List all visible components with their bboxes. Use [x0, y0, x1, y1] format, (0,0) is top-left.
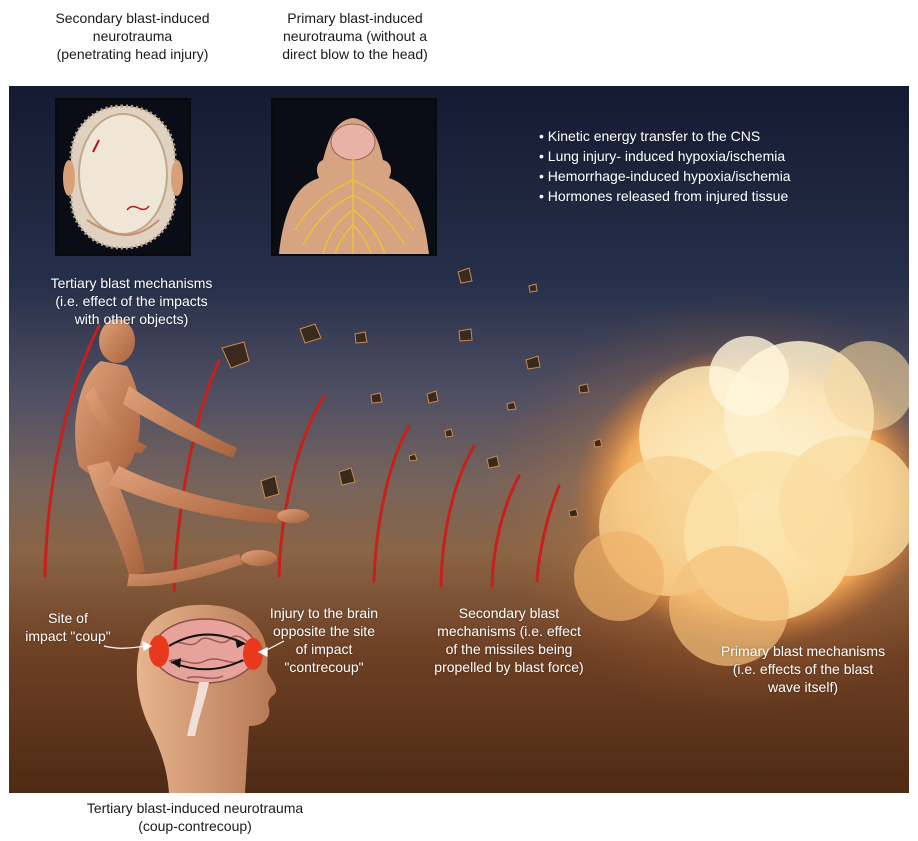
- debris-piece: [445, 429, 453, 437]
- wave-2: [174, 361, 219, 591]
- nervous-system-inset: [271, 98, 437, 256]
- debris-piece: [355, 332, 367, 343]
- debris-piece: [579, 384, 589, 393]
- list-item: Hemorrhage-induced hypoxia/ischemia: [539, 166, 791, 186]
- label-secondary-mechanisms: Secondary blast mechanisms (i.e. effect …: [409, 604, 609, 676]
- debris-piece: [339, 468, 355, 485]
- list-item: Hormones released from injured tissue: [539, 186, 791, 206]
- brain-icon: [331, 124, 375, 160]
- debris-piece: [409, 454, 417, 461]
- skull-icon: [79, 114, 167, 234]
- debris-piece: [427, 391, 438, 403]
- list-item: Kinetic energy transfer to the CNS: [539, 126, 791, 146]
- wave-4: [374, 426, 409, 581]
- debris-piece: [300, 324, 321, 343]
- label-contrecoup: Injury to the brain opposite the site of…: [249, 604, 399, 676]
- debris-piece: [222, 342, 249, 368]
- caption-secondary-neurotrauma: Secondary blast-induced neurotrauma (pen…: [15, 9, 250, 63]
- blast-scene: Kinetic energy transfer to the CNS Lung …: [9, 86, 909, 793]
- penetrating-injury-inset: [55, 98, 191, 256]
- debris-piece: [459, 329, 472, 341]
- debris-piece: [507, 402, 516, 410]
- list-item: Lung injury- induced hypoxia/ischemia: [539, 146, 791, 166]
- label-tertiary-mechanisms: Tertiary blast mechanisms (i.e. effect o…: [9, 274, 254, 328]
- label-coup: Site of impact "coup": [13, 609, 123, 645]
- debris-piece: [371, 393, 382, 403]
- caption-primary-neurotrauma: Primary blast-induced neurotrauma (witho…: [240, 9, 470, 63]
- coup-site-icon: [149, 635, 169, 667]
- caption-tertiary-neurotrauma: Tertiary blast-induced neurotrauma (coup…: [30, 799, 360, 835]
- wave-3: [279, 396, 324, 576]
- label-primary-mechanisms: Primary blast mechanisms (i.e. effects o…: [697, 642, 909, 696]
- debris-piece: [569, 509, 578, 517]
- primary-neurotrauma-mechanisms-list: Kinetic energy transfer to the CNS Lung …: [539, 126, 791, 206]
- debris-piece: [526, 356, 540, 369]
- debris-piece: [529, 284, 537, 292]
- wave-5: [441, 446, 474, 586]
- debris-piece: [458, 268, 472, 283]
- debris-piece: [594, 439, 602, 447]
- debris-piece: [261, 476, 279, 498]
